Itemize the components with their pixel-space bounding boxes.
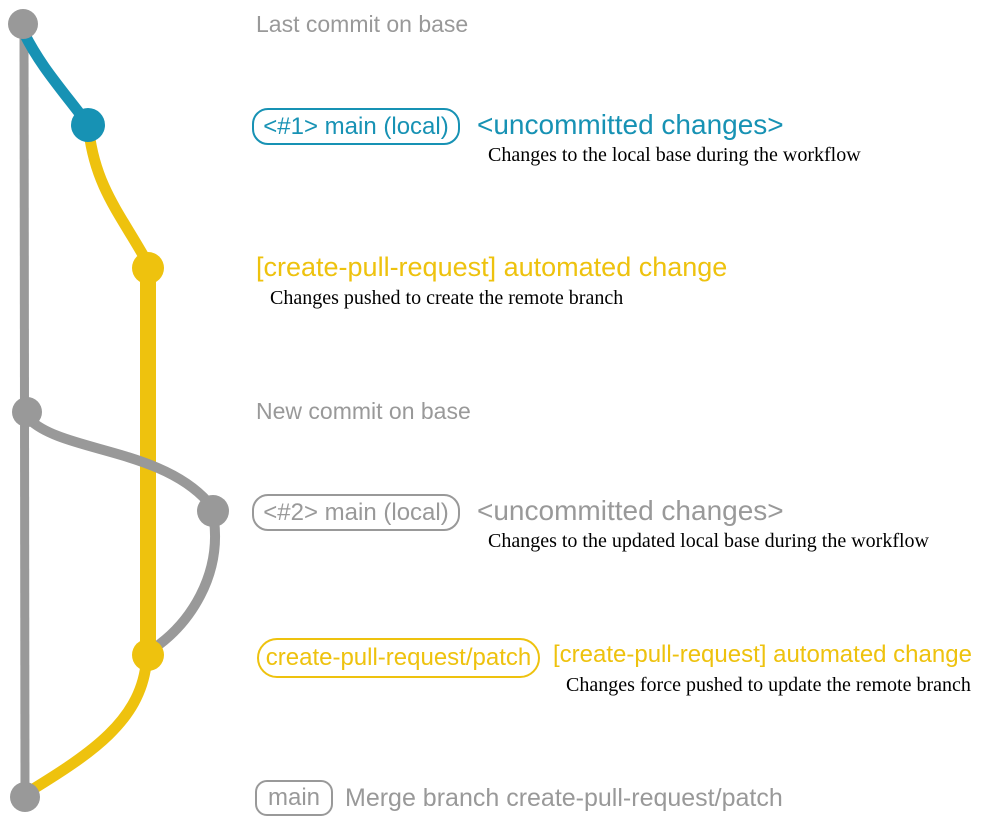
remote-branch-edge-1 [83, 126, 153, 268]
commit-node-local-commit-2 [197, 495, 229, 527]
last-commit-label: Last commit on base [256, 11, 469, 37]
uncommitted-changes-heading-2: <uncommitted changes> [477, 495, 784, 526]
merge-edge [24, 659, 152, 797]
automated-change-description-2: Changes force pushed to update the remot… [566, 674, 971, 696]
local-branch-edge-3 [148, 515, 220, 654]
branch-badge-main-local-2: <#2> main (local) [252, 494, 460, 531]
branch-badge-main-label: main [267, 784, 321, 811]
commit-node-local-commit-1 [71, 108, 105, 142]
commit-node-remote-commit-1 [132, 252, 164, 284]
new-commit-label: New commit on base [256, 398, 471, 424]
branch-badge-main-local-1-label: <#1> main (local) [263, 112, 449, 140]
branch-badge-main-local-2-label: <#2> main (local) [263, 498, 449, 526]
branch-badge-create-pull-request-patch-label: create-pull-request/patch [265, 644, 532, 671]
uncommitted-changes-heading-1: <uncommitted changes> [477, 109, 784, 140]
uncommitted-changes-description-1: Changes to the local base during the wor… [488, 144, 861, 166]
branch-badge-main: main [255, 780, 333, 816]
commit-node-new-commit-on-base [12, 397, 42, 427]
commit-node-last-commit-on-base [8, 9, 38, 39]
commit-node-merge-commit [10, 782, 40, 812]
automated-change-description-1: Changes pushed to create the remote bran… [270, 287, 624, 309]
branch-badge-create-pull-request-patch: create-pull-request/patch [257, 638, 540, 678]
local-branch-edge-1 [18, 27, 93, 129]
uncommitted-changes-description-2: Changes to the updated local base during… [488, 530, 929, 552]
automated-change-heading-1: [create-pull-request] automated change [256, 252, 728, 282]
merge-commit-heading: Merge branch create-pull-request/patch [345, 784, 783, 812]
branch-badge-main-local-1: <#1> main (local) [252, 108, 460, 145]
local-branch-edge-2 [24, 414, 213, 507]
automated-change-heading-2: [create-pull-request] automated change [553, 641, 972, 668]
commit-node-remote-commit-2 [132, 639, 164, 671]
